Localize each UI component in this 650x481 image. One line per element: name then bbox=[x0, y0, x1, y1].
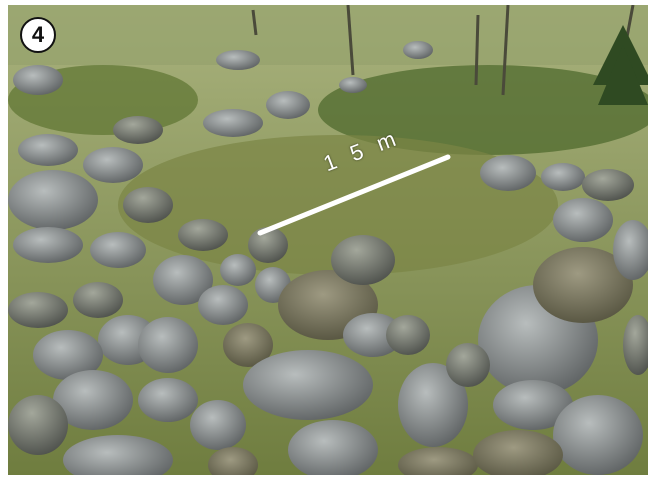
boulder-field-left bbox=[8, 134, 291, 475]
distant-heath bbox=[8, 5, 648, 65]
distant-rocks bbox=[13, 41, 634, 242]
boulder-field-right bbox=[446, 220, 648, 475]
boulder-field-center bbox=[243, 235, 478, 475]
panel-number-badge: 4 bbox=[20, 17, 56, 53]
field-photograph: 1 5 m 4 bbox=[8, 5, 648, 475]
conifer-tree bbox=[593, 25, 648, 105]
scale-bar bbox=[257, 154, 451, 236]
boulder-field-scene bbox=[8, 5, 648, 475]
grass-patch bbox=[118, 135, 558, 275]
shrub-patch bbox=[318, 65, 648, 155]
